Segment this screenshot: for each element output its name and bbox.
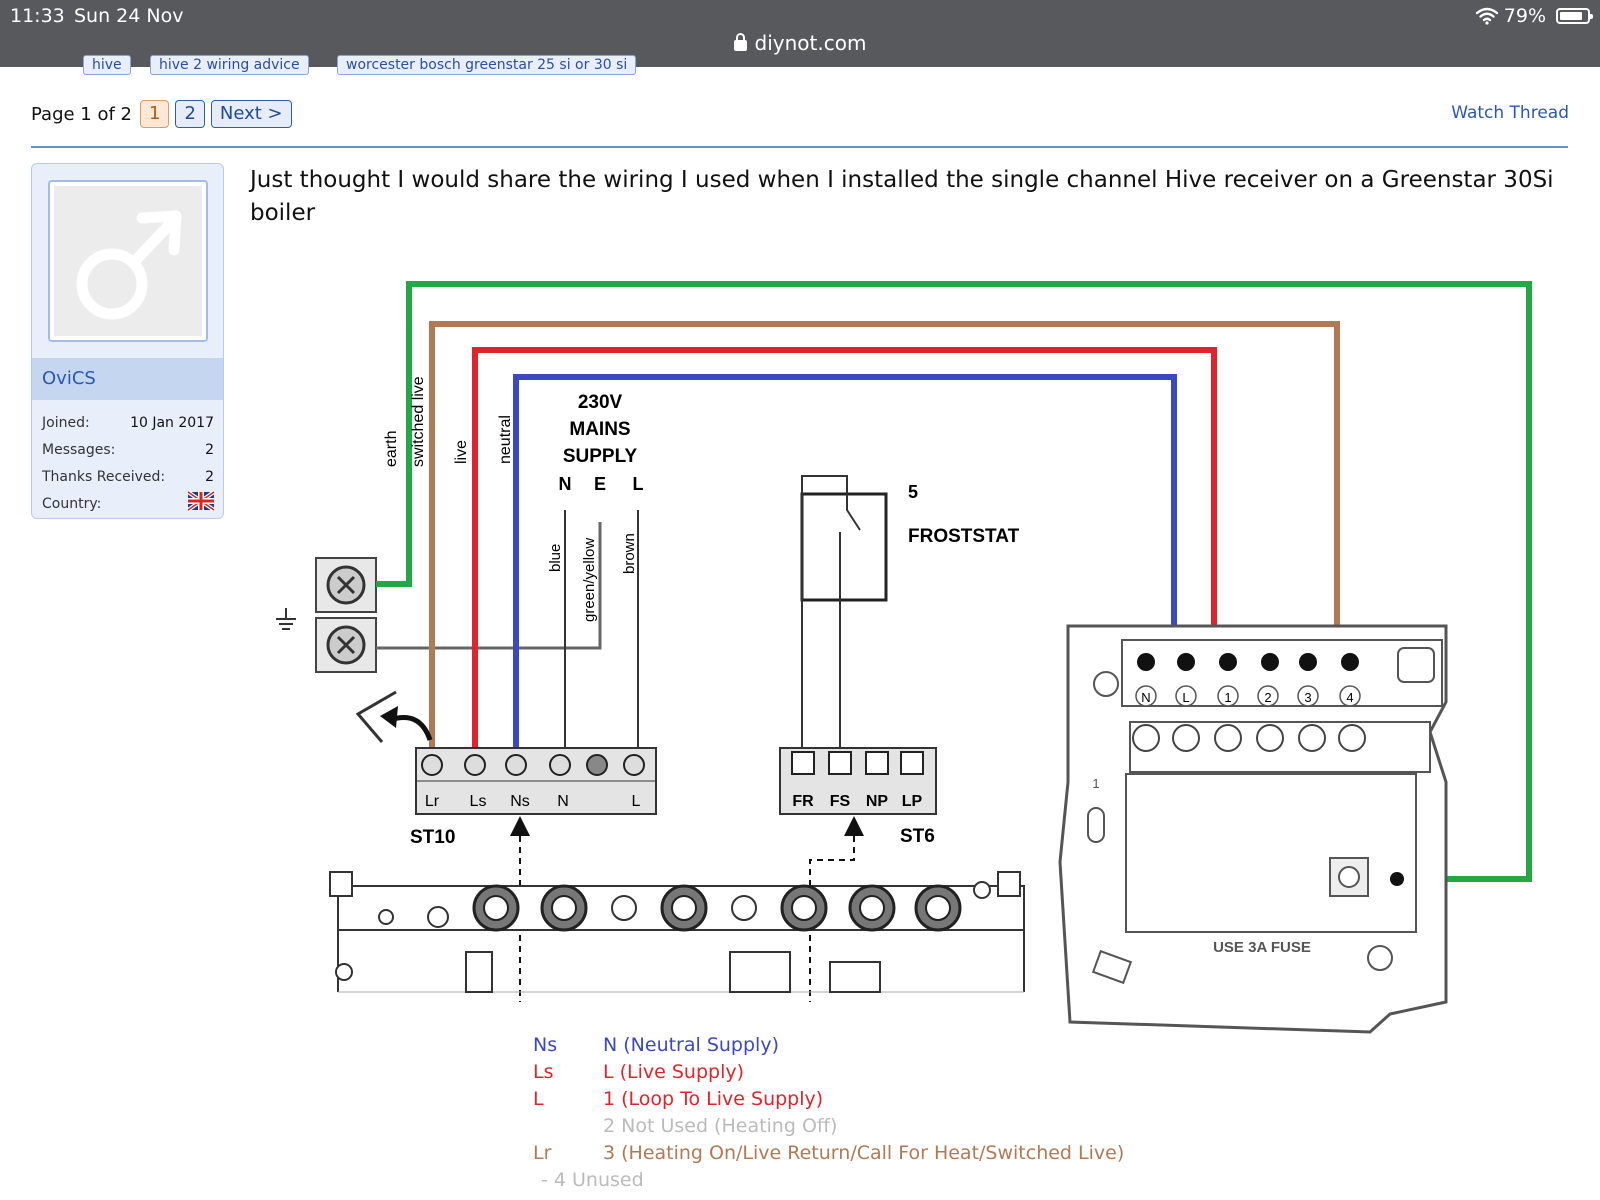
- receiver-terminals: [1132, 653, 1366, 752]
- divider: [31, 146, 1568, 148]
- status-time: 11:33: [10, 5, 65, 27]
- url-bar[interactable]: diynot.com: [0, 31, 1600, 55]
- neutral-wire: [513, 374, 1177, 748]
- supply-l: L: [633, 474, 644, 494]
- st6-term-lp: LP: [902, 793, 923, 810]
- supply-line2: MAINS: [569, 419, 630, 440]
- label-blue: blue: [547, 544, 564, 572]
- tag-link[interactable]: hive 2 wiring advice: [150, 55, 309, 75]
- legend-row: Lr 3 (Heating On/Live Return/Call For He…: [533, 1142, 1125, 1164]
- receiver-term-l: L: [1182, 690, 1189, 705]
- pagination: Page 1 of 2 1 2 Next >: [31, 100, 292, 128]
- status-date: Sun 24 Nov: [74, 5, 184, 27]
- st10-term-l: L: [632, 793, 641, 810]
- tag-link[interactable]: worcester bosch greenstar 25 si or 30 si: [337, 55, 637, 75]
- supply-n: N: [559, 474, 572, 494]
- user-stats: Joined: 10 Jan 2017 Messages: 2 Thanks R…: [42, 411, 216, 519]
- live-wire: [472, 347, 1217, 748]
- st6-term-fs: FS: [830, 793, 851, 810]
- label-earth: earth: [383, 431, 400, 467]
- wifi-icon: [1475, 7, 1498, 25]
- froststat-number: 5: [908, 482, 918, 502]
- legend-row: L 1 (Loop To Live Supply): [533, 1088, 824, 1110]
- switched-live-wire: [429, 321, 1340, 748]
- stat-messages: Messages: 2: [42, 442, 214, 458]
- supply-line3: SUPPLY: [563, 446, 638, 467]
- legend-row: Ns N (Neutral Supply): [533, 1034, 779, 1056]
- st10-term-n: N: [557, 793, 569, 810]
- label-switched-live: switched live: [410, 376, 427, 467]
- st10-label: ST10: [410, 827, 455, 848]
- avatar[interactable]: [48, 180, 208, 342]
- froststat-label: FROSTSTAT: [908, 526, 1020, 547]
- receiver-side-number: 1: [1092, 776, 1099, 791]
- receiver-fuse-label: USE 3A FUSE: [1213, 939, 1311, 956]
- stat-joined: Joined: 10 Jan 2017: [42, 415, 214, 431]
- st6-term-fr: FR: [792, 793, 814, 810]
- tags-row: hive hive 2 wiring advice worcester bosc…: [0, 55, 1600, 77]
- user-panel: OviCS Joined: 10 Jan 2017 Messages: 2 Th…: [31, 163, 224, 519]
- st10-term-ns: Ns: [510, 793, 530, 810]
- earth-wire: [376, 281, 1532, 882]
- st6-arrow: [844, 816, 864, 836]
- status-right: 79%: [1475, 5, 1593, 27]
- legend-row: Ls L (Live Supply): [533, 1061, 745, 1083]
- label-neutral: neutral: [497, 415, 514, 464]
- st10-arrow: [510, 816, 530, 836]
- earth-terminal-block: [315, 557, 377, 673]
- tag-link[interactable]: hive: [83, 55, 131, 75]
- username-band: OviCS: [32, 358, 223, 400]
- page-count-label: Page 1 of 2: [31, 103, 132, 125]
- stat-country: Country:: [42, 490, 216, 519]
- st6-label: ST6: [900, 826, 935, 847]
- st10-term-lr: Lr: [425, 793, 440, 810]
- lock-icon: [733, 33, 747, 51]
- label-brown: brown: [621, 533, 638, 574]
- receiver-term-n: N: [1141, 690, 1150, 705]
- boiler-pcb: [329, 871, 1025, 993]
- next-page-button[interactable]: Next >: [210, 100, 292, 128]
- receiver-term-4: 4: [1346, 690, 1353, 705]
- st10-terminal-block: [415, 747, 657, 815]
- st10-term-ls: Ls: [470, 793, 487, 810]
- link-arrow-icon: [355, 690, 433, 743]
- st6-term-np: NP: [866, 793, 889, 810]
- supply-e: E: [594, 474, 606, 494]
- page-2-button[interactable]: 2: [175, 100, 205, 128]
- post-message: Just thought I would share the wiring I …: [250, 167, 1554, 226]
- hive-receiver-backplate: [1058, 624, 1448, 1034]
- battery-percent: 79%: [1503, 5, 1546, 27]
- froststat-switch: [800, 475, 888, 748]
- stat-thanks: Thanks Received: 2: [42, 469, 214, 485]
- battery-icon: [1556, 8, 1593, 24]
- terminal-legend: Ns N (Neutral Supply) Ls L (Live Supply)…: [533, 1032, 1124, 1194]
- legend-row: 2 Not Used (Heating Off): [603, 1115, 838, 1137]
- watch-thread-link[interactable]: Watch Thread: [1451, 103, 1569, 123]
- wiring-diagram-image: earth switched live live neutral 230V MA…: [250, 262, 1569, 1200]
- male-symbol-icon: [76, 210, 182, 320]
- earth-symbol-icon: [276, 608, 296, 630]
- receiver-term-1: 1: [1224, 690, 1231, 705]
- receiver-term-2: 2: [1264, 690, 1271, 705]
- label-green-yellow: green/yellow: [581, 538, 598, 622]
- username-link[interactable]: OviCS: [42, 368, 96, 389]
- page-1-button[interactable]: 1: [140, 100, 170, 128]
- uk-flag-icon: [186, 490, 216, 512]
- label-live: live: [453, 440, 470, 464]
- url-text: diynot.com: [754, 31, 867, 55]
- legend-row: - 4 Unused: [541, 1169, 644, 1191]
- st6-terminal-block: [779, 747, 937, 815]
- supply-line1: 230V: [578, 392, 623, 413]
- receiver-term-3: 3: [1304, 690, 1311, 705]
